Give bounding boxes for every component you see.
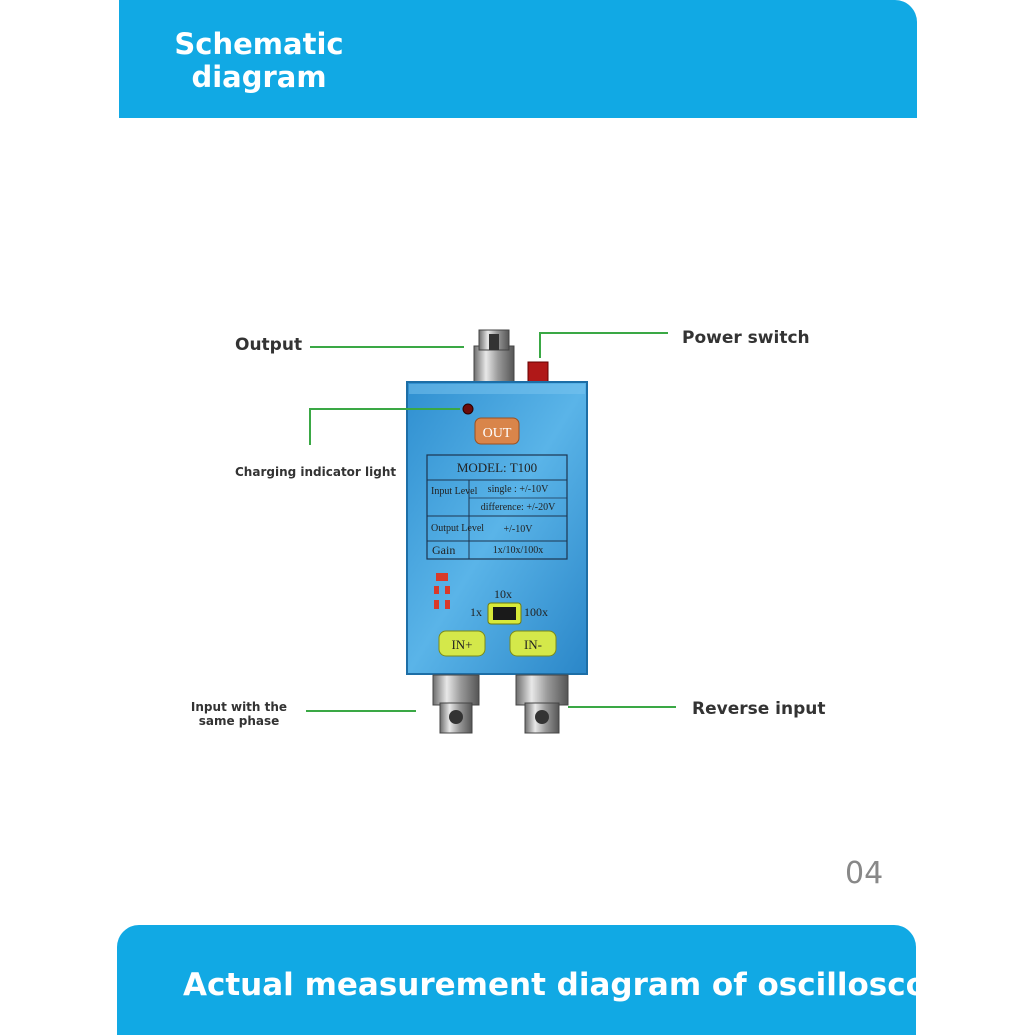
in-plus-button-shape	[438, 630, 486, 657]
model-label: MODEL: T100	[457, 460, 537, 475]
leader-same-phase	[306, 710, 416, 712]
switch-100x-label: 100x	[524, 605, 548, 619]
switch-10x-label: 10x	[494, 587, 512, 601]
callout-reverse-input: Reverse input	[692, 699, 826, 719]
spec-table: MODEL: T100 Input Level single : +/-10V …	[426, 454, 568, 560]
leader-charging-v	[309, 408, 311, 445]
spec-input-single: single : +/-10V	[488, 484, 549, 495]
charging-led	[462, 403, 474, 415]
header-banner: Schematic diagram	[119, 0, 917, 118]
in-minus-label: IN-	[524, 637, 542, 652]
callout-power-switch: Power switch	[682, 328, 810, 348]
spec-input-difference: difference: +/-20V	[481, 502, 556, 513]
in-plus-bnc-connector	[432, 674, 480, 734]
footer-banner: Actual measurement diagram of oscillosco…	[117, 925, 970, 1035]
leader-charging-h	[310, 408, 460, 410]
dip-switch-icon	[434, 573, 450, 609]
out-button-label: OUT	[483, 426, 512, 441]
callout-same-phase-input: Input with the same phase	[190, 700, 288, 728]
footer-title: Actual measurement diagram of oscillosco…	[183, 967, 971, 1003]
in-minus-button-shape	[509, 630, 557, 657]
page-number: 04	[845, 856, 884, 891]
in-minus-bnc-connector	[515, 674, 569, 734]
leader-reverse-input	[568, 706, 676, 708]
spec-gain-label: Gain	[432, 543, 455, 557]
in-plus-label: IN+	[451, 637, 472, 652]
leader-output	[310, 346, 464, 348]
switch-1x-label: 1x	[470, 605, 482, 619]
leader-power-switch-v	[539, 332, 541, 358]
out-button-shape	[474, 417, 520, 445]
spec-gain-value: 1x/10x/100x	[493, 545, 544, 556]
callout-charging-light: Charging indicator light	[235, 465, 397, 479]
spec-output-level-value: +/-10V	[504, 524, 534, 535]
spec-input-level-label: Input Level	[431, 486, 478, 497]
callout-output: Output	[235, 335, 303, 355]
leader-power-switch-h	[540, 332, 668, 334]
power-switch	[527, 361, 549, 383]
output-bnc-connector	[473, 329, 515, 383]
spec-output-level-label: Output Level	[431, 523, 484, 534]
header-title: Schematic diagram	[174, 27, 344, 94]
